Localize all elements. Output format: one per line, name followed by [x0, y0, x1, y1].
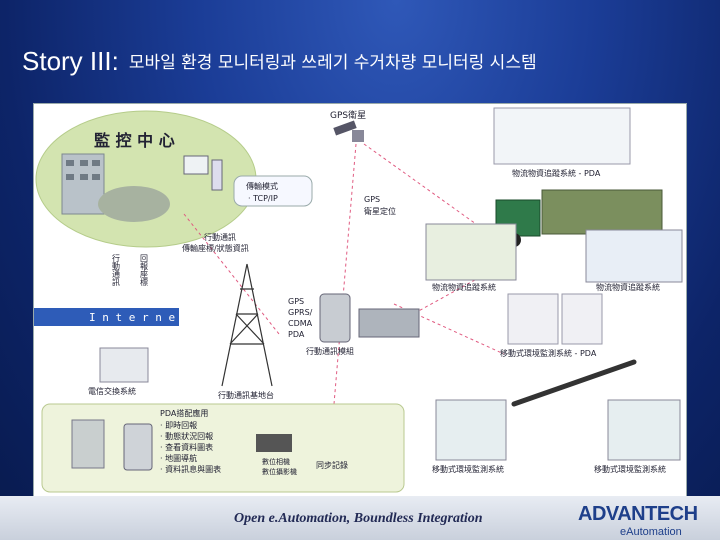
logo-subtitle: eAutomation: [620, 526, 682, 538]
field-worker-photo: [72, 420, 104, 468]
svg-text:· 地圖導航: · 地圖導航: [160, 453, 197, 463]
svg-text:· 查看資料圖表: · 查看資料圖表: [160, 442, 213, 452]
people-icon: [98, 186, 170, 222]
svg-text:移動式環境監測系統: 移動式環境監測系統: [594, 464, 666, 474]
env-pda-screens: [508, 294, 558, 344]
svg-text:衛星定位: 衛星定位: [364, 206, 396, 216]
svg-text:PDA搭配應用: PDA搭配應用: [160, 408, 208, 418]
system-diagram: 監 控 中 心 GPS衛星 傳輸模式 · TCP/IP GPS 衛星定位 行動通…: [34, 104, 686, 497]
diagram-panel: 監 控 中 心 GPS衛星 傳輸模式 · TCP/IP GPS 衛星定位 行動通…: [33, 103, 687, 498]
svg-text:電信交換系統: 電信交換系統: [88, 386, 136, 396]
logistics-map-b: [586, 230, 682, 282]
tower-icon: [222, 264, 272, 386]
pda-device-icon: [124, 424, 152, 470]
truck-icon: [542, 190, 662, 234]
title-korean: 모바일 환경 모니터링과 쓰레기 수거차량 모니터링 시스템: [129, 53, 537, 73]
pda-icon: [320, 294, 350, 342]
svg-text:PDA: PDA: [288, 330, 305, 339]
monitoring-center-label: 監 控 中 心: [94, 131, 175, 150]
svg-text:· 資料訊息與圖表: · 資料訊息與圖表: [160, 464, 221, 474]
logistics-pda-screens: [494, 108, 630, 164]
svg-text:物流物資追蹤系統: 物流物資追蹤系統: [432, 282, 496, 292]
internet-label: I n t e r n e t: [89, 311, 188, 324]
svg-text:· TCP/IP: · TCP/IP: [248, 194, 278, 203]
svg-text:行動通訊: 行動通訊: [112, 253, 121, 287]
svg-text:物流物資追蹤系統: 物流物資追蹤系統: [596, 282, 660, 292]
svg-text:移動式環境監測系統 - PDA: 移動式環境監測系統 - PDA: [500, 348, 597, 358]
logistics-map-a: [426, 224, 516, 280]
title-english: Story III:: [22, 46, 119, 76]
telecom-switch-icon: [100, 348, 148, 382]
svg-text:CDMA: CDMA: [288, 319, 313, 328]
env-map-a: [436, 400, 506, 460]
svg-text:行動通訊基地台: 行動通訊基地台: [218, 390, 274, 400]
footer-tagline: Open e.Automation, Boundless Integration: [234, 511, 483, 527]
computer-icon: [184, 156, 208, 174]
svg-text:· 動態狀況回報: · 動態狀況回報: [160, 431, 213, 441]
gps-satellite-label: GPS衛星: [330, 109, 366, 121]
svg-text:數位相機: 數位相機: [262, 457, 290, 466]
camera-icon: [256, 434, 292, 452]
slide-title: Story III: 모바일 환경 모니터링과 쓰레기 수거차량 모니터링 시스템: [22, 46, 537, 77]
svg-text:物流物資追蹤系統 - PDA: 物流物資追蹤系統 - PDA: [512, 168, 601, 178]
svg-text:GPRS/: GPRS/: [288, 308, 313, 317]
svg-text:同步記錄: 同步記錄: [316, 460, 348, 470]
svg-text:移動式環境監測系統: 移動式環境監測系統: [432, 464, 504, 474]
module-icon: [359, 309, 419, 337]
gps-link-line: [334, 144, 356, 404]
svg-text:· 即時回報: · 即時回報: [160, 421, 197, 430]
svg-text:行動通訊模組: 行動通訊模組: [306, 346, 354, 356]
svg-text:GPS: GPS: [364, 195, 380, 204]
svg-text:傳輸座標/狀態資訊: 傳輸座標/狀態資訊: [182, 243, 249, 253]
svg-text:回報座標: 回報座標: [140, 254, 149, 287]
svg-text:行動通訊: 行動通訊: [204, 232, 236, 242]
env-map-b: [608, 400, 680, 460]
svg-text:GPS: GPS: [288, 297, 304, 306]
svg-text:數位攝影機: 數位攝影機: [262, 467, 297, 476]
sensor-probe-icon: [514, 362, 634, 404]
advantech-logo: ADVANTECH: [578, 503, 698, 526]
svg-text:傳輸模式: 傳輸模式: [246, 181, 278, 191]
